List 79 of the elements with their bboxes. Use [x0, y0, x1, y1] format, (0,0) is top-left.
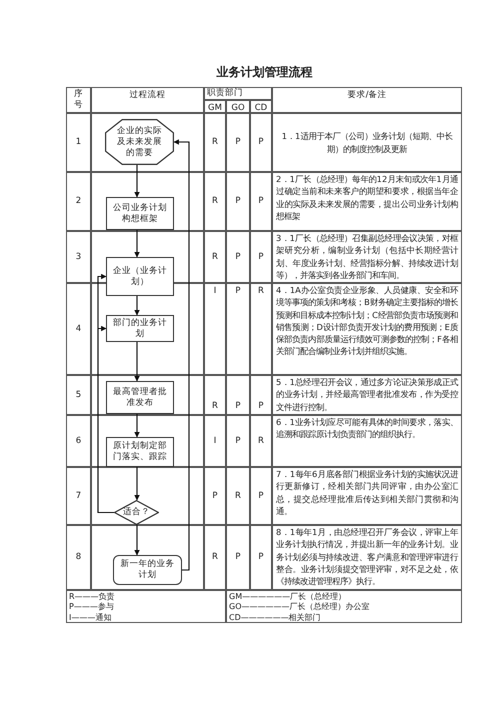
- table-cell-text: 4: [76, 324, 82, 334]
- table-cell-text: P: [212, 490, 218, 502]
- table-cell-text: P: [235, 401, 241, 412]
- table-cell-text: R: [212, 196, 218, 207]
- table-cell-text: P: [235, 252, 241, 262]
- process-box: [106, 315, 174, 342]
- remark-text: 2．1厂长（总经理）每年的12月末旬或次年1月通过确定当前和未来客户的期望和要求，根据当年企业的实际及未来发展的需要，提出公司业务计划构想框架: [276, 173, 458, 222]
- node-text: 适合？: [123, 507, 150, 518]
- terminal-box: [113, 555, 182, 585]
- arrow: [134, 525, 140, 556]
- table-cell-text: 6: [76, 436, 82, 446]
- header-text: 过程流程: [130, 90, 166, 101]
- arrow: [134, 165, 140, 198]
- arrow: [97, 326, 114, 514]
- arrow: [173, 139, 190, 571]
- table-cell-text: P: [235, 196, 241, 207]
- table-cell-text: P: [258, 252, 264, 262]
- table-cell-text: R: [212, 252, 218, 262]
- table-cell-text: R: [258, 436, 264, 446]
- table-cell-text: R: [212, 137, 218, 148]
- process-box: [106, 381, 174, 414]
- node-text: 原计划制定部门落实、跟踪: [112, 441, 168, 463]
- table-cell-text: 2: [76, 196, 82, 207]
- table-cell-text: I: [214, 436, 216, 446]
- table-cell-text: 7: [76, 490, 82, 502]
- table-cell-text: P: [258, 401, 264, 412]
- table-cell-text: R: [212, 401, 218, 412]
- table-cell-text: P: [235, 552, 241, 563]
- legend-text: I———通知: [69, 612, 112, 623]
- process-box: [106, 197, 174, 230]
- process-box: [106, 437, 174, 467]
- decision-diamond: [114, 500, 159, 525]
- node-text: 新一年的业务计划: [120, 559, 175, 581]
- header-text: 序号: [73, 89, 84, 111]
- arrow: [134, 296, 140, 316]
- legend-text: GO——————厂长（总经理）办公室: [229, 601, 370, 612]
- remark-text: 6．1业务计划应尽可能有具体的时间要求，落实、追溯和跟踪原计划负责部门的组织执行。: [276, 416, 458, 441]
- node-text: 企业的实际及未来发展的需要: [116, 126, 163, 158]
- table-cell-text: 1: [76, 137, 82, 148]
- table-cell-text: P: [258, 137, 264, 148]
- legend-text: GM——————厂长（总经理）: [229, 590, 346, 602]
- remark-text: 5．1总经理召开会议，通过多方论证决策形成正式的业务计划，并经最高管理者批准发布，作为受控文件进行控制。: [276, 376, 458, 413]
- octagon-node: [105, 119, 174, 165]
- table-cell-text: 5: [76, 390, 82, 400]
- table-cell-text: P: [258, 490, 264, 502]
- arrow: [134, 342, 140, 382]
- legend-text: P———参与: [69, 601, 114, 612]
- title: 业务计划管理流程: [216, 64, 314, 81]
- table-cell-text: R: [258, 286, 264, 297]
- arrow: [134, 467, 140, 501]
- table-cell-text: P: [258, 552, 264, 563]
- header-text: 职责部门: [207, 88, 243, 99]
- legend-text: R———负责: [69, 590, 115, 602]
- table-cell-text: P: [235, 436, 241, 446]
- header-text: 要求/备注: [348, 90, 386, 101]
- legend-text: CD——————相关部门: [229, 612, 321, 623]
- table-cell-text: P: [235, 286, 241, 297]
- table-cell-text: 8: [76, 552, 82, 563]
- arrow: [134, 230, 140, 258]
- table-cell-text: P: [235, 137, 241, 148]
- header-text: GO: [231, 102, 245, 114]
- remark-text: 8．1每年1月，由总经理召开厂务会议，评审上年业务计划执行情况，并提出新一年的业务计划。业务计划必须与持续改进、客户满意和管理评审进行整合。业务计划须提交管理评审，对不足之处，依《持续改进管理程序》执行。: [276, 526, 458, 588]
- table-cell-text: R: [235, 490, 241, 502]
- table-cell-text: 3: [76, 252, 82, 262]
- remark-text: 1．1适用于本厂（公司）业务计划（短期、中长期）的制度控制及更新: [280, 130, 454, 155]
- header-text: CD: [254, 102, 268, 114]
- arrow: [134, 414, 140, 438]
- node-text: 部门的业务计划: [112, 318, 168, 340]
- table-cell-text: R: [212, 552, 218, 563]
- process-box: [106, 257, 174, 296]
- node-text: 最高管理者批准发布: [112, 386, 168, 408]
- table-cell-text: I: [214, 286, 216, 297]
- table-cell-text: P: [258, 196, 264, 207]
- remark-text: 3．1厂长（总经理）召集副总经理会议决策，对框架研究分析，编制业务计划（包括中长期经营计划、年度业务计划、经营指标分解、持续改进计划等），并落实到各业务部门和车间。: [276, 232, 458, 282]
- node-text: 公司业务计划构想框架: [112, 202, 168, 224]
- header-text: GM: [208, 102, 222, 114]
- node-text: 企业（业务计划）: [112, 266, 168, 288]
- remark-text: 7．1每年6月底各部门根据业务计划的实施状况进行更新修订，经相关部门共同评审，由办公室汇总，提交总经理批准后传达到相关部门贯彻和沟通。: [276, 468, 458, 518]
- remark-text: 4．1A办公室负责企业形象、人员健康、安全和环境等事项的策划和考核；B财务确定主要指标的增长预测和目标成本控制计划；C经营部负责市场预测和销售预测；D设计部负责开发计划的费用预测；E质保部负责内部质量运行绩效可测参数的控制；F各相关部门配合编制业务计划并组织实施。: [276, 284, 458, 358]
